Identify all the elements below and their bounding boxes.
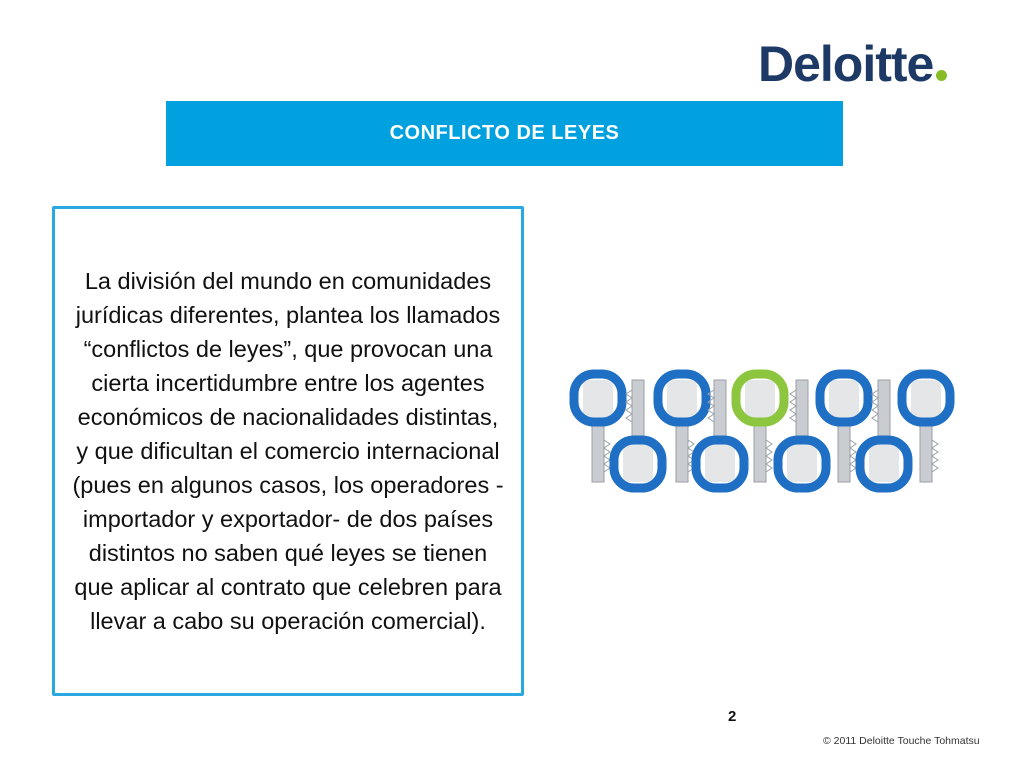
- page-number: 2: [728, 708, 737, 725]
- slide-title: CONFLICTO DE LEYES: [389, 122, 620, 144]
- body-paragraph: La división del mundo en comunidades jur…: [72, 268, 504, 634]
- logo-dot: [936, 70, 948, 81]
- deloitte-logo: Deloitte: [758, 36, 948, 92]
- key-9-bottom: [855, 379, 913, 493]
- key-8-bottom: [773, 379, 831, 493]
- key-3-top-green: [731, 369, 789, 483]
- key-4-top: [815, 369, 873, 483]
- title-bar: CONFLICTO DE LEYES: [166, 101, 843, 166]
- key-5-top: [897, 369, 955, 483]
- logo-wordmark: Deloitte: [758, 36, 934, 92]
- keys-image: [569, 369, 955, 493]
- copyright-notice: © 2011 Deloitte Touche Tohmatsu: [823, 735, 980, 747]
- key-6-bottom: [609, 379, 667, 493]
- key-7-bottom: [691, 379, 749, 493]
- text-box: La división del mundo en comunidades jur…: [52, 206, 524, 696]
- key-2-top: [653, 369, 711, 483]
- key-1-top: [569, 369, 627, 483]
